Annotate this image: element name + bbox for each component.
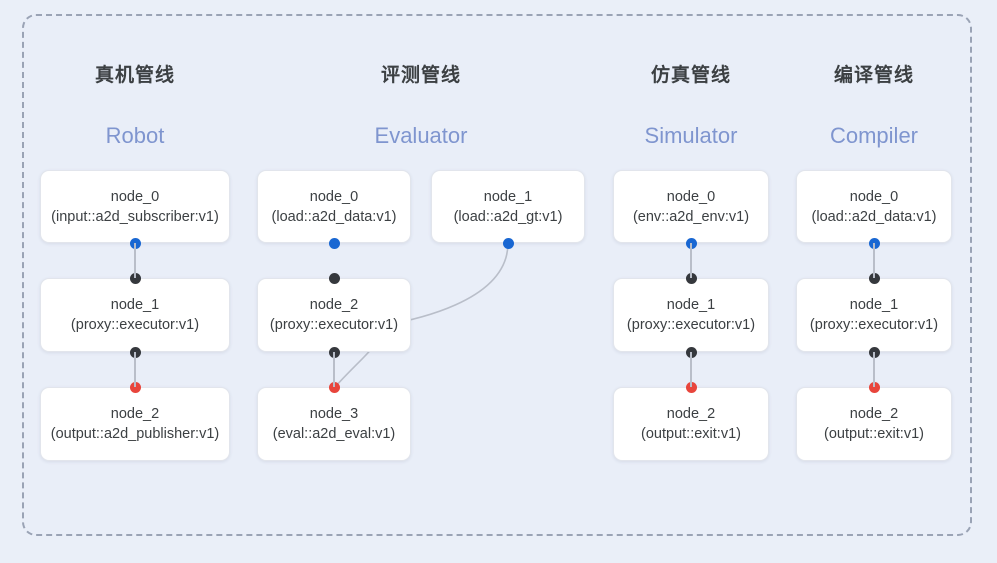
node-input-port-black-dot[interactable]	[868, 272, 880, 284]
node-type: (load::a2d_data:v1)	[271, 208, 397, 225]
node-box[interactable]: node_2(proxy::executor:v1)	[257, 278, 411, 352]
node-input-port-red-dot[interactable]	[328, 381, 340, 393]
node-name: node_1	[483, 188, 533, 205]
node-name: node_0	[309, 188, 359, 205]
node-type: (output::a2d_publisher:v1)	[50, 426, 220, 442]
node-box[interactable]: node_3(eval::a2d_eval:v1)	[257, 387, 411, 461]
node-name: node_0	[666, 188, 716, 205]
node-name: node_2	[849, 406, 899, 422]
node-type: (eval::a2d_eval:v1)	[272, 426, 396, 442]
node-input-port-black-dot[interactable]	[328, 272, 340, 284]
column-title-compiler: 编译管线	[833, 65, 914, 86]
column-subtitle-compiler: Compiler	[829, 123, 919, 148]
node-type: (load::a2d_gt:v1)	[453, 208, 563, 225]
node-box[interactable]: node_0(load::a2d_data:v1)	[257, 170, 411, 243]
node-type: (output::exit:v1)	[824, 426, 924, 442]
column-title-simulator: 仿真管线	[650, 65, 731, 86]
node-name: node_2	[309, 297, 359, 313]
node-name: node_1	[666, 297, 716, 313]
column-title-evaluator: 评测管线	[380, 65, 461, 86]
node-box[interactable]: node_0(load::a2d_data:v1)	[796, 170, 952, 243]
node-name: node_2	[666, 406, 716, 422]
node-type: (output::exit:v1)	[641, 426, 741, 442]
node-output-port-blue-dot[interactable]	[502, 237, 514, 249]
column-subtitle-robot: Robot	[105, 123, 165, 148]
node-box[interactable]: node_2(output::exit:v1)	[796, 387, 952, 461]
column-subtitle-simulator: Simulator	[644, 123, 738, 148]
node-box[interactable]: node_0(input::a2d_subscriber:v1)	[40, 170, 230, 243]
vertical-edge	[873, 243, 875, 278]
vertical-edge	[690, 352, 692, 387]
node-input-port-black-dot[interactable]	[685, 272, 697, 284]
vertical-edge	[873, 352, 875, 387]
node-name: node_3	[309, 406, 359, 422]
node-input-port-red-dot[interactable]	[685, 381, 697, 393]
column-subtitle-evaluator: Evaluator	[374, 123, 468, 148]
node-type: (env::a2d_env:v1)	[632, 208, 750, 225]
node-name: node_1	[110, 297, 160, 313]
node-type: (input::a2d_subscriber:v1)	[51, 208, 219, 225]
node-input-port-red-dot[interactable]	[868, 381, 880, 393]
vertical-edge	[690, 243, 692, 278]
node-type: (load::a2d_data:v1)	[811, 208, 937, 225]
vertical-edge	[333, 352, 335, 387]
node-name: node_0	[110, 188, 160, 205]
vertical-edge	[134, 352, 136, 387]
node-name: node_2	[110, 406, 160, 422]
node-name: node_0	[849, 188, 899, 205]
node-type: (proxy::executor:v1)	[809, 317, 939, 333]
node-box[interactable]: node_0(env::a2d_env:v1)	[613, 170, 769, 243]
node-type: (proxy::executor:v1)	[269, 317, 399, 333]
node-name: node_1	[849, 297, 899, 313]
node-box[interactable]: node_1(proxy::executor:v1)	[40, 278, 230, 352]
node-input-port-black-dot[interactable]	[129, 272, 141, 284]
node-input-port-red-dot[interactable]	[129, 381, 141, 393]
vertical-edge	[134, 243, 136, 278]
column-title-robot: 真机管线	[94, 65, 175, 86]
node-box[interactable]: node_1(load::a2d_gt:v1)	[431, 170, 585, 243]
node-type: (proxy::executor:v1)	[70, 317, 200, 333]
node-box[interactable]: node_1(proxy::executor:v1)	[613, 278, 769, 352]
node-type: (proxy::executor:v1)	[626, 317, 756, 333]
node-box[interactable]: node_1(proxy::executor:v1)	[796, 278, 952, 352]
node-output-port-blue-dot[interactable]	[328, 237, 340, 249]
node-box[interactable]: node_2(output::exit:v1)	[613, 387, 769, 461]
node-box[interactable]: node_2(output::a2d_publisher:v1)	[40, 387, 230, 461]
